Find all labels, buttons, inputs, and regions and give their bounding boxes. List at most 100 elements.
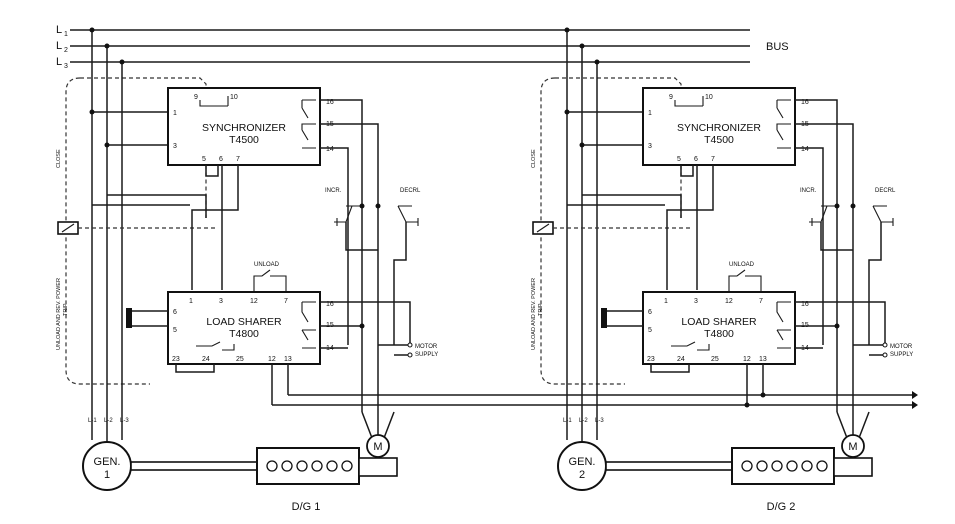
wire [680, 165, 694, 177]
decr-switch [397, 205, 419, 226]
wire [320, 99, 363, 412]
bus-sub-l3: 3 [64, 63, 68, 70]
cylinder-icon [266, 460, 278, 472]
pin-3: 3 [648, 143, 652, 150]
junction-dot [579, 142, 585, 148]
junction-dot [89, 27, 95, 33]
relay-contacts [671, 341, 710, 351]
junction-dot [359, 203, 365, 209]
wire [868, 222, 882, 345]
bus-label-l2: L [56, 40, 62, 52]
wire [345, 222, 378, 251]
pin-9: 9 [669, 94, 673, 101]
drive-shaft [605, 461, 733, 471]
pin-6: 6 [219, 156, 223, 163]
wire [205, 165, 219, 177]
incr-label: INCR. [800, 188, 817, 194]
load-sharer-title: LOAD SHARER [681, 316, 757, 328]
wire [795, 123, 854, 412]
junction-dot [564, 27, 570, 33]
pin-12b: 12 [268, 356, 276, 363]
phase-label-l3: L-3 [120, 418, 129, 424]
pin-3: 3 [694, 298, 698, 305]
motor-supply-label-2: SUPPLY [415, 352, 438, 358]
trip-coil [601, 308, 607, 328]
junction-dot [119, 59, 125, 65]
pin-6: 6 [694, 156, 698, 163]
motor-label: M [373, 441, 382, 453]
generator-label: GEN. [569, 456, 596, 468]
wire [175, 364, 215, 373]
coil-slash [61, 223, 75, 233]
pin-6: 6 [648, 309, 652, 316]
arrow-head [912, 401, 918, 409]
pin-13: 13 [759, 356, 767, 363]
wire [795, 99, 838, 412]
pin-5: 5 [202, 156, 206, 163]
motor-leads [361, 411, 395, 439]
cylinder-icon [326, 460, 338, 472]
close-label: CLOSE [56, 149, 62, 168]
junction-dot [850, 203, 856, 209]
wire [191, 165, 239, 290]
junction-dot [834, 203, 840, 209]
cylinder-icon [771, 460, 783, 472]
pin-16: 16 [326, 99, 334, 106]
drive-shaft [130, 461, 258, 471]
bus-sub-l1: 1 [64, 31, 68, 38]
load-sharer-box [642, 291, 796, 365]
synchronizer-box [642, 87, 796, 166]
incr-switch [809, 205, 837, 226]
trip-coil [126, 308, 132, 328]
pin-10: 10 [230, 94, 238, 101]
junction-dot [744, 402, 750, 408]
junction-dot [104, 142, 110, 148]
wire [132, 310, 168, 327]
pin-12: 12 [250, 298, 258, 305]
decr-label: DECRL [400, 188, 421, 194]
pin-25: 25 [236, 356, 244, 363]
motor-label: M [848, 441, 857, 453]
synchronizer-box [167, 87, 321, 166]
junction-dot [564, 109, 570, 115]
incr-switch [334, 205, 362, 226]
unload-rev-label: UNLOAD AND REV. POWER [531, 278, 537, 350]
engine-governor-housing [358, 457, 398, 477]
pin-25: 25 [711, 356, 719, 363]
pin-1: 1 [664, 298, 668, 305]
pin-16: 16 [801, 301, 809, 308]
pin-9: 9 [194, 94, 198, 101]
junction-dot [579, 43, 585, 49]
load-sharer-title: LOAD SHARER [206, 316, 282, 328]
dashed-boundary [65, 77, 207, 385]
pin-5: 5 [173, 327, 177, 334]
pin-1: 1 [648, 110, 652, 117]
motor-supply-label-1: MOTOR [415, 344, 438, 350]
pin-14: 14 [801, 146, 809, 153]
pin-7: 7 [236, 156, 240, 163]
synchronizer-title: SYNCHRONIZER [202, 122, 286, 134]
generator-number: 1 [104, 469, 110, 481]
pin-24: 24 [202, 356, 210, 363]
bus-label-l1: L [56, 24, 62, 36]
pin-13: 13 [284, 356, 292, 363]
relay-contacts [301, 301, 316, 349]
generator-number: 2 [579, 469, 585, 481]
relay-contacts [301, 99, 316, 149]
pin-7: 7 [284, 298, 288, 305]
engine-label: D/G 1 [292, 501, 321, 513]
wire [607, 310, 643, 327]
dg-unit-2: SYNCHRONIZER T4500 9 10 1 3 5 6 7 16 15 … [531, 27, 913, 513]
wire [820, 222, 853, 251]
junction-dot [89, 109, 95, 115]
wire [795, 147, 824, 345]
unload-label: UNLOAD [729, 262, 755, 268]
terminal [882, 352, 888, 358]
pin-10: 10 [705, 94, 713, 101]
decr-label: DECRL [875, 188, 896, 194]
motor-supply-wires [853, 344, 885, 356]
relay-contacts [196, 341, 235, 351]
unload-rev-label: UNLOAD AND REV. POWER [56, 278, 62, 350]
